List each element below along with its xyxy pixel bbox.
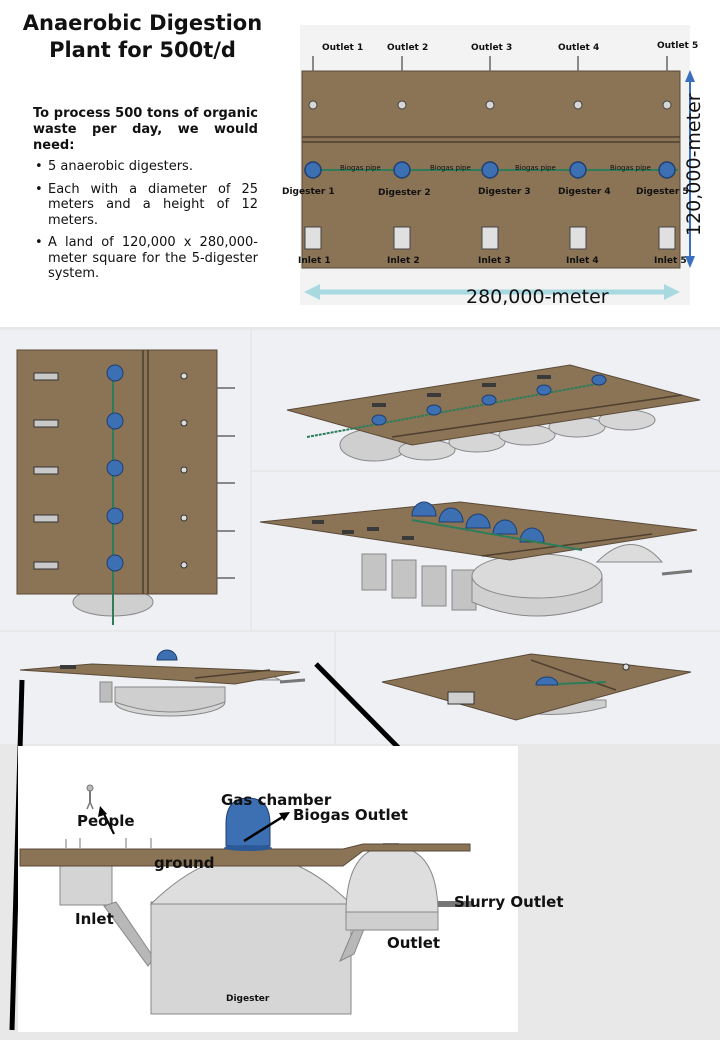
intro-text: To process 500 tons of organic waste per… <box>33 106 258 153</box>
biogas-pipe-label: Biogas pipe <box>610 164 651 172</box>
digester-label: Digester <box>226 994 270 1004</box>
outlet-label: Outlet 1 <box>322 43 364 53</box>
requirements-list: 5 anaerobic digesters. Each with a diame… <box>33 159 258 289</box>
biogas-pipe-label: Biogas pipe <box>340 164 381 172</box>
inlet-label: Inlet 4 <box>566 256 599 266</box>
inlet-boxes <box>304 226 676 250</box>
height-dimension-arrow <box>685 70 695 268</box>
page-title: Anaerobic Digestion Plant for 500t/d <box>0 10 285 64</box>
outlet-holes <box>308 100 672 110</box>
biogas-outlet-label: Biogas Outlet <box>293 806 408 824</box>
width-dimension-label: 280,000-meter <box>466 286 609 308</box>
outlet-pipes <box>312 56 668 72</box>
title-line-1: Anaerobic Digestion <box>22 11 263 35</box>
perspective-3d-render <box>259 501 698 617</box>
biogas-pipe-label: Biogas pipe <box>430 164 471 172</box>
digester-label: Digester 2 <box>378 188 431 198</box>
outlet-label: Outlet 4 <box>558 43 600 53</box>
title-line-2: Plant for 500t/d <box>49 38 236 62</box>
bullet-item: A land of 120,000 x 280,000-meter square… <box>33 235 258 282</box>
inlet-label: Inlet 2 <box>387 256 420 266</box>
top-vertical-render <box>16 349 235 625</box>
outlet-label: Outlet 5 <box>657 41 699 51</box>
digester-label: Digester 3 <box>478 187 531 197</box>
inlet-label: Inlet 1 <box>298 256 331 266</box>
biogas-pipe-label: Biogas pipe <box>515 164 556 172</box>
perspective-flat-render <box>286 364 701 462</box>
outlet-label: Outlet 2 <box>387 43 429 53</box>
plan-view-drawing <box>301 56 695 300</box>
people-label: People <box>77 812 135 830</box>
digester-label: Digester 5 <box>636 187 689 197</box>
width-dimension-arrow <box>304 284 680 300</box>
gas-chamber-label: Gas chamber <box>221 791 332 809</box>
bullet-item: Each with a diameter of 25 meters and a … <box>33 182 258 229</box>
single-left-render <box>19 649 306 717</box>
single-right-render <box>381 653 692 721</box>
ground-label: ground <box>154 854 215 872</box>
digester-domes <box>304 161 676 179</box>
cross-section-render <box>19 784 474 1015</box>
inlet-label: Inlet <box>75 910 114 928</box>
bullet-item: 5 anaerobic digesters. <box>33 159 258 175</box>
inlet-label: Inlet 5 <box>654 256 687 266</box>
person-figure <box>86 784 94 810</box>
digester-label: Digester 4 <box>558 187 611 197</box>
inlet-label: Inlet 3 <box>478 256 511 266</box>
outlet-label: Outlet <box>387 934 441 952</box>
slurry-outlet-label: Slurry Outlet <box>454 893 564 911</box>
digester-label: Digester 1 <box>282 187 335 197</box>
outlet-label: Outlet 3 <box>471 43 513 53</box>
